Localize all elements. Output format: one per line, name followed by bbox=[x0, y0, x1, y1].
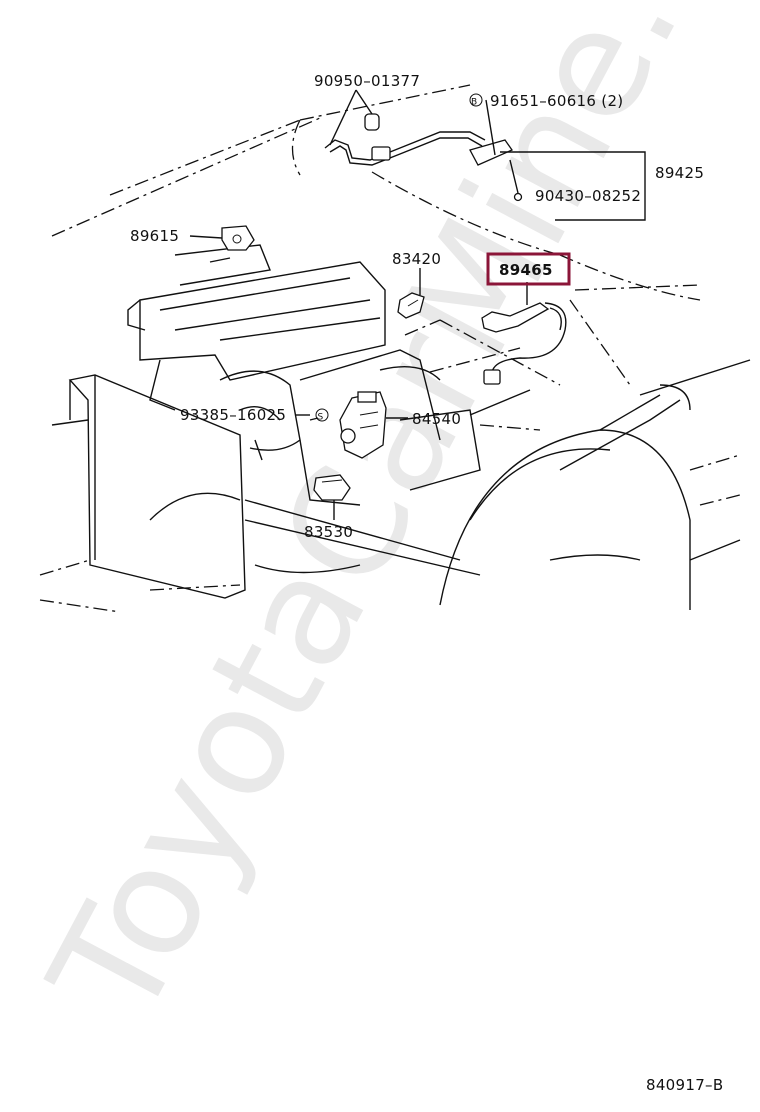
callout-84540[interactable]: 84540 bbox=[412, 410, 461, 428]
car-body-outline bbox=[39, 84, 741, 613]
callout-89465[interactable]: 89465 bbox=[499, 261, 553, 279]
badge-b-icon bbox=[469, 93, 483, 107]
callout-89425[interactable]: 89425 bbox=[655, 164, 704, 182]
callout-badge-b: B bbox=[471, 98, 477, 108]
highlight-box bbox=[486, 252, 571, 286]
callout-91651-60616[interactable]: 91651–60616 (2) bbox=[490, 92, 623, 110]
callout-90950-01377[interactable]: 90950–01377 bbox=[314, 72, 420, 90]
leader-lines bbox=[189, 89, 646, 520]
badge-s-icon bbox=[315, 408, 329, 422]
callout-89615[interactable]: 89615 bbox=[130, 227, 179, 245]
part-90950-grommet[interactable] bbox=[364, 113, 380, 131]
callouts: 90950–01377 B 91651–60616 (2) 89425 9043… bbox=[130, 72, 723, 1094]
callout-badge-s: S bbox=[318, 413, 324, 423]
callout-83420[interactable]: 83420 bbox=[392, 250, 441, 268]
callout-93385-16025[interactable]: 93385–16025 bbox=[180, 406, 286, 424]
part-83420-switch[interactable] bbox=[397, 292, 425, 319]
part-90430-washer[interactable] bbox=[513, 192, 523, 202]
part-84540-vsv[interactable] bbox=[339, 391, 387, 459]
part-89615-sensor[interactable] bbox=[221, 225, 255, 251]
part-83530-switch[interactable] bbox=[313, 474, 351, 501]
callout-83530[interactable]: 83530 bbox=[304, 523, 353, 541]
engine-bay bbox=[51, 244, 751, 610]
callout-90430-08252[interactable]: 90430–08252 bbox=[535, 187, 641, 205]
part-89465-oxygen-sensor[interactable] bbox=[481, 302, 567, 385]
part-89425-sensor[interactable] bbox=[324, 131, 513, 166]
diagram-code: 840917–B bbox=[646, 1076, 723, 1094]
